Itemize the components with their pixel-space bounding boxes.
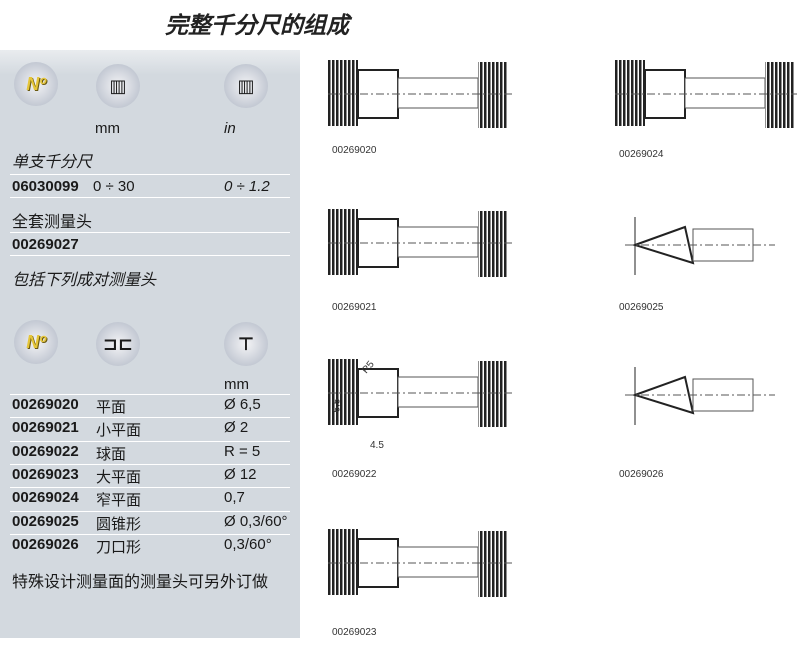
spec-panel: Nº ▥ ▥ mm in 单支千分尺 06030099 0 ÷ 30 0 ÷ 1…: [0, 50, 300, 638]
figure-code: 00269024: [619, 149, 664, 160]
head-value: Ø 6,5: [224, 396, 261, 413]
set-code: 00269027: [12, 236, 79, 253]
heads-unit: mm: [224, 376, 249, 393]
unit-in: in: [224, 120, 236, 137]
single-code: 06030099: [12, 178, 79, 195]
head-code: 00269022: [12, 442, 79, 460]
head-name: 刀口形: [96, 538, 142, 556]
head-value: Ø 12: [224, 465, 257, 483]
measuring-head-drawing: [328, 359, 513, 427]
head-name: 平面: [96, 399, 127, 416]
figure-code: 00269023: [332, 627, 377, 638]
measuring-head-drawing: [615, 60, 797, 128]
figure-code: 00269022: [332, 469, 377, 480]
dimension-label: 4.5: [370, 440, 384, 451]
head-code: 00269020: [12, 396, 79, 413]
head-value: 0,7: [224, 489, 245, 507]
contact-face-icon: ⊐⊏: [96, 322, 140, 366]
set-label: 全套测量头: [12, 214, 93, 231]
head-code: 00269025: [12, 512, 79, 530]
single-mm: 0 ÷ 30: [93, 178, 135, 195]
head-value: Ø 2: [224, 419, 249, 437]
head-value: Ø 0,3/60°: [224, 512, 288, 530]
measuring-head-drawing: [625, 367, 775, 425]
figure-code: 00269025: [619, 302, 664, 313]
number-icon: Nº: [14, 320, 58, 364]
footnote: 特殊设计测量面的测量头可另外订做: [12, 574, 269, 591]
page-title: 完整千分尺的组成: [165, 12, 349, 38]
head-code: 00269021: [12, 419, 79, 437]
number-icon: Nº: [14, 62, 58, 106]
dimension-icon: ⊤: [224, 322, 268, 366]
unit-mm: mm: [95, 120, 120, 137]
measuring-head-drawing: [328, 209, 513, 277]
head-name: 圆锥形: [96, 515, 142, 533]
dimension-label: 6.5: [331, 398, 343, 413]
figure-code: 00269026: [619, 469, 664, 480]
head-code: 00269026: [12, 535, 79, 553]
head-code: 00269023: [12, 465, 79, 483]
head-value: R = 5: [224, 442, 261, 460]
anvil-icon: ▥: [96, 64, 140, 108]
head-name: 球面: [96, 445, 127, 463]
includes-label: 包括下列成对测量头: [12, 272, 157, 289]
measuring-head-drawing: [328, 60, 513, 128]
head-value: 0,3/60°: [224, 535, 272, 553]
head-code: 00269024: [12, 489, 79, 507]
head-name: 大平面: [96, 468, 142, 486]
measuring-head-drawing: [328, 529, 513, 597]
head-name: 小平面: [96, 422, 142, 440]
measuring-head-drawing: [625, 217, 775, 275]
single-label: 单支千分尺: [12, 154, 93, 171]
figure-code: 00269021: [332, 302, 377, 313]
head-name: 窄平面: [96, 492, 142, 510]
range-icon: ▥: [224, 64, 268, 108]
single-in: 0 ÷ 1.2: [224, 178, 270, 195]
figure-code: 00269020: [332, 145, 377, 156]
